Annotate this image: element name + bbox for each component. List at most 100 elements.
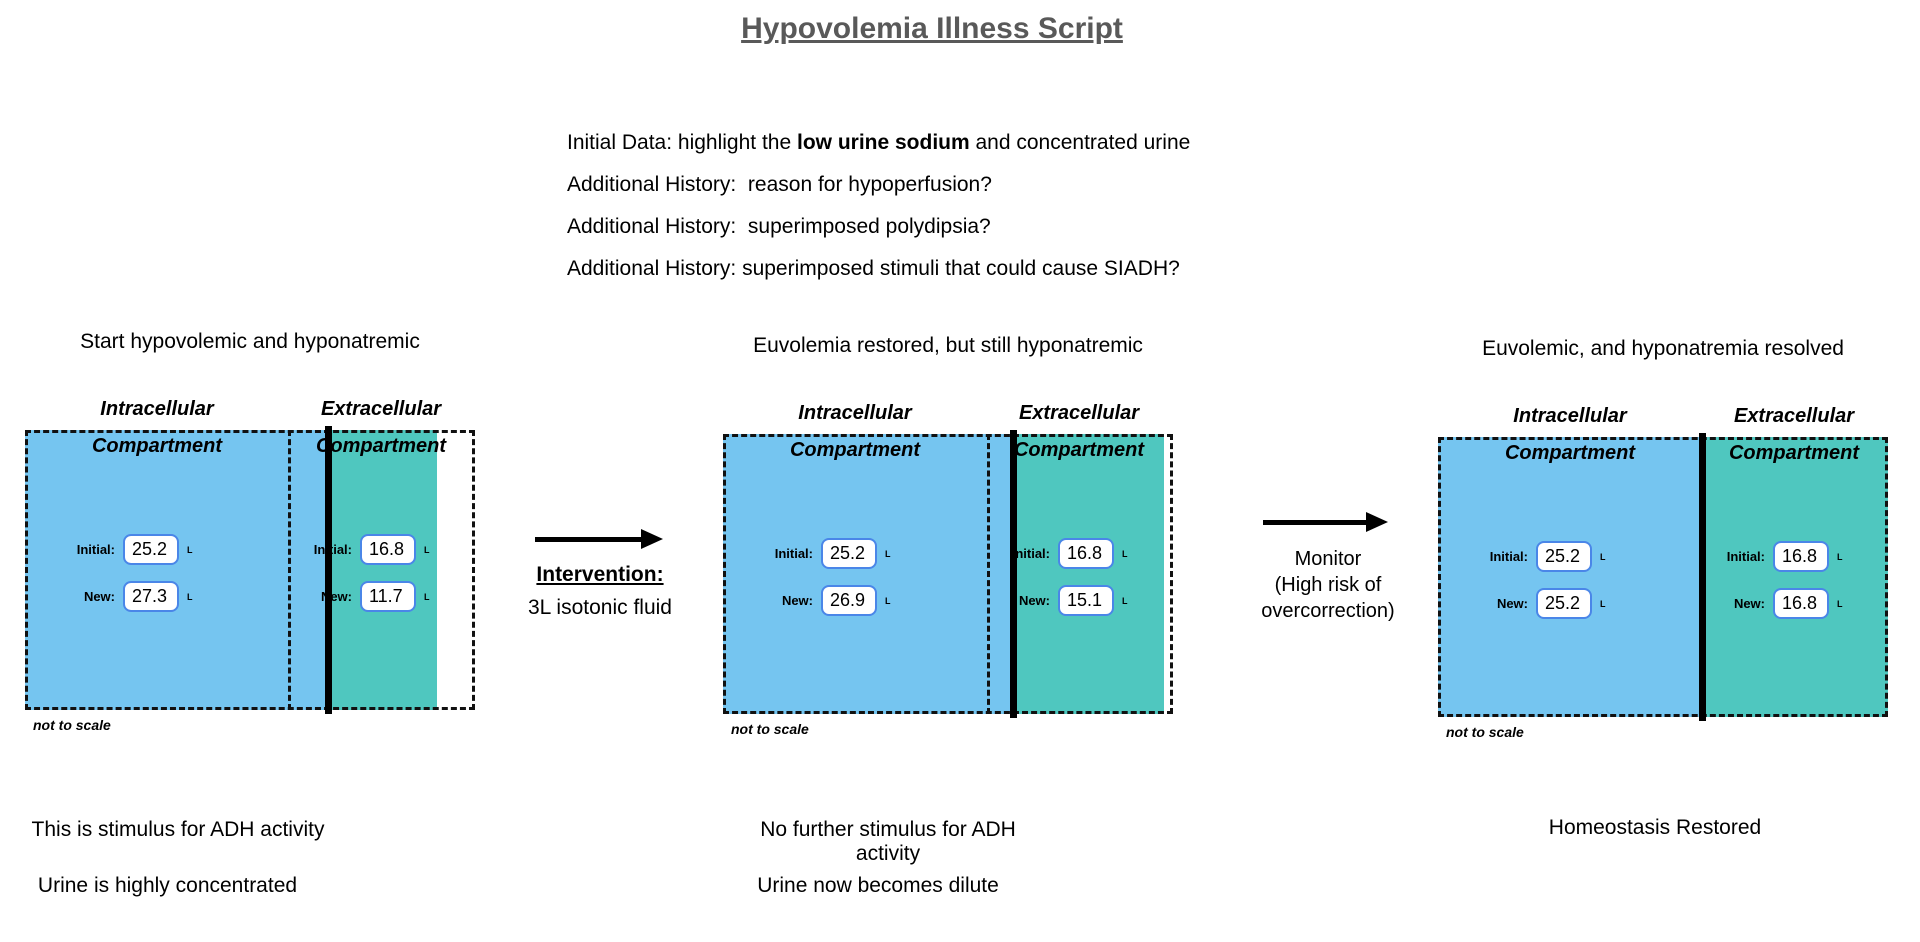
compartment-boundary-dashed-line: [288, 430, 291, 710]
cell-membrane-line: [325, 426, 332, 714]
liters-unit: L: [1122, 595, 1128, 606]
liters-unit: L: [1837, 551, 1843, 562]
liters-unit: L: [187, 591, 193, 602]
initial-label: Initial:: [313, 542, 352, 557]
initial-label: Initial:: [1011, 546, 1050, 561]
intervention-title: Intervention:: [536, 563, 664, 586]
arrow-shaft: [1263, 520, 1370, 525]
note-initial-data-prefix: Initial Data: highlight the: [567, 131, 797, 154]
note-initial-data: Initial Data: highlight the low urine so…: [567, 122, 1190, 164]
extracellular-new-field[interactable]: 16.8: [1773, 588, 1829, 619]
intervention-arrow-label: Intervention: 3L isotonic fluid: [500, 563, 700, 620]
initial-label: Initial:: [1726, 549, 1765, 564]
new-label: New:: [320, 589, 352, 604]
arrow-head: [641, 529, 663, 549]
extracellular-initial-field[interactable]: 16.8: [1773, 541, 1829, 572]
panel-euvolemia-restored: Euvolemia restored, but still hyponatrem…: [723, 334, 1173, 754]
cell-membrane-line: [1010, 430, 1017, 718]
intracellular-fluid-fill: [25, 430, 328, 710]
intracellular-new-field[interactable]: 26.9: [821, 585, 877, 616]
new-label: New:: [1018, 593, 1050, 608]
extracellular-compartment-label: Compartment: [1013, 439, 1145, 461]
arrow-head: [1366, 512, 1388, 532]
extracellular-compartment-label: Compartment: [1728, 442, 1860, 464]
new-label: New:: [83, 589, 115, 604]
note-history-polydipsia: Additional History: superimposed polydip…: [567, 215, 991, 238]
caption-homeostasis-restored: Homeostasis Restored: [1548, 816, 1762, 839]
extracellular-new-row: New: 11.7 L: [290, 581, 430, 612]
cell-membrane-line: [1699, 433, 1706, 721]
panel-title: Euvolemic, and hyponatremia resolved: [1482, 337, 1844, 360]
initial-label: Initial:: [774, 546, 813, 561]
intracellular-fluid-fill: [723, 434, 1013, 714]
intracellular-initial-row: Initial: 25.2 L: [751, 538, 891, 569]
extracellular-initial-row: Initial: 16.8 L: [290, 534, 430, 565]
extracellular-compartment-label: Compartment: [315, 435, 447, 457]
note-history-hypoperfusion: Additional History: reason for hypoperfu…: [567, 173, 992, 196]
intervention-arrow-icon: [535, 529, 663, 549]
panel-start-hypovolemic: Start hypovolemic and hyponatremic Intra…: [25, 330, 475, 750]
panel-title: Start hypovolemic and hyponatremic: [80, 330, 420, 353]
intracellular-new-row: New: 27.3 L: [53, 581, 193, 612]
monitor-arrow-icon: [1263, 512, 1388, 532]
extracellular-fluid-fill: [1702, 437, 1888, 717]
extracellular-initial-row: Initial: 16.8 L: [988, 538, 1128, 569]
extracellular-new-field[interactable]: 11.7: [360, 581, 416, 612]
liters-unit: L: [424, 591, 430, 602]
monitor-line2: (High risk of: [1274, 574, 1382, 596]
extracellular-fluid-fill: [328, 430, 437, 710]
intracellular-label: Intracellular: [100, 398, 214, 420]
intracellular-new-row: New: 26.9 L: [751, 585, 891, 616]
extracellular-initial-field[interactable]: 16.8: [360, 534, 416, 565]
extracellular-new-row: New: 16.8 L: [1703, 588, 1843, 619]
extracellular-initial-row: Initial: 16.8 L: [1703, 541, 1843, 572]
intracellular-initial-field[interactable]: 25.2: [1536, 541, 1592, 572]
extracellular-new-row: New: 15.1 L: [988, 585, 1128, 616]
intracellular-initial-field[interactable]: 25.2: [821, 538, 877, 569]
monitor-arrow-label: Monitor (High risk of overcorrection): [1228, 546, 1428, 624]
extracellular-initial-field[interactable]: 16.8: [1058, 538, 1114, 569]
arrow-shaft: [535, 537, 645, 542]
caption-urine-dilute: Urine now becomes dilute: [757, 874, 999, 897]
liters-unit: L: [1600, 598, 1606, 609]
panel-title: Euvolemia restored, but still hyponatrem…: [753, 334, 1143, 357]
intracellular-initial-row: Initial: 25.2 L: [53, 534, 193, 565]
caption-urine-concentrated: Urine is highly concentrated: [37, 874, 298, 897]
intracellular-compartment-label: Compartment: [1504, 442, 1636, 464]
liters-unit: L: [1600, 551, 1606, 562]
not-to-scale-note: not to scale: [731, 721, 809, 737]
liters-unit: L: [1122, 548, 1128, 559]
new-label: New:: [781, 593, 813, 608]
liters-unit: L: [424, 544, 430, 555]
new-label: New:: [1496, 596, 1528, 611]
liters-unit: L: [187, 544, 193, 555]
panel-homeostasis: Euvolemic, and hyponatremia resolved Int…: [1438, 337, 1888, 757]
monitor-line1: Monitor: [1294, 548, 1362, 570]
compartment-boundary-dashed-line: [987, 434, 990, 714]
extracellular-fluid-fill: [1013, 434, 1164, 714]
liters-unit: L: [1837, 598, 1843, 609]
note-history-siadh: Additional History: superimposed stimuli…: [567, 257, 1180, 280]
compartment-diagram: Compartment Compartment Initial: 25.2 L …: [723, 430, 1173, 718]
intracellular-compartment-label: Compartment: [789, 439, 921, 461]
liters-unit: L: [885, 595, 891, 606]
intracellular-fluid-fill: [1438, 437, 1702, 717]
intracellular-new-row: New: 25.2 L: [1466, 588, 1606, 619]
not-to-scale-note: not to scale: [33, 717, 111, 733]
extracellular-label: Extracellular: [320, 398, 442, 420]
note-initial-data-bold: low urine sodium: [796, 131, 970, 154]
intervention-subtitle: 3L isotonic fluid: [528, 596, 672, 619]
initial-label: Initial:: [76, 542, 115, 557]
extracellular-new-field[interactable]: 15.1: [1058, 585, 1114, 616]
intracellular-initial-field[interactable]: 25.2: [123, 534, 179, 565]
intracellular-new-field[interactable]: 25.2: [1536, 588, 1592, 619]
intracellular-new-field[interactable]: 27.3: [123, 581, 179, 612]
intracellular-compartment-label: Compartment: [91, 435, 223, 457]
extracellular-label: Extracellular: [1733, 405, 1855, 427]
caption-no-adh-stimulus: No further stimulus for ADH activity: [760, 818, 1016, 865]
intracellular-label: Intracellular: [1513, 405, 1627, 427]
clinical-notes: Initial Data: highlight the low urine so…: [567, 122, 1190, 290]
note-initial-data-suffix: and concentrated urine: [969, 131, 1191, 154]
compartment-diagram: Compartment Compartment Initial: 25.2 L …: [1438, 433, 1888, 721]
